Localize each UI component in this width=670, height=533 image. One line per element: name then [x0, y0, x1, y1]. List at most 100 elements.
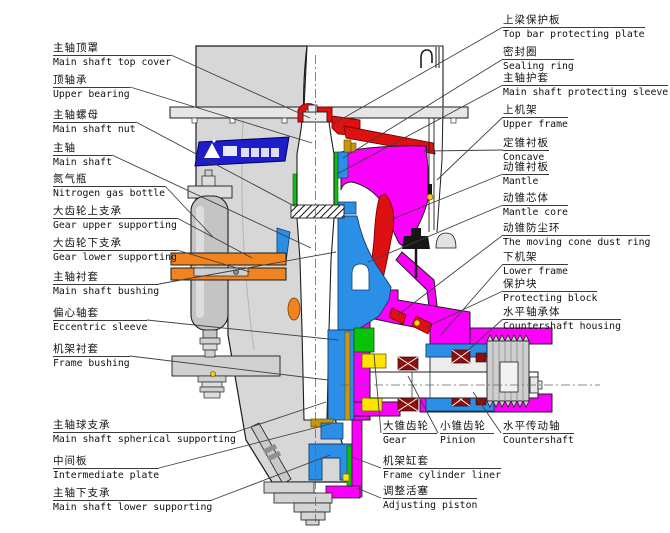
base-and-pipe	[250, 422, 333, 526]
label-en: The moving cone dust ring	[503, 237, 651, 248]
hook-icon	[420, 49, 433, 68]
label-zh: 水平轴承体	[503, 307, 621, 320]
label-zh: 大锥齿轮	[383, 421, 437, 434]
pinion-part	[397, 356, 419, 412]
label-zh: 上梁保护板	[503, 15, 645, 28]
label-en: Eccentric sleeve	[53, 322, 148, 333]
label-en: Nitrogen gas bottle	[53, 188, 166, 199]
gear-supporting-bars	[170, 227, 301, 321]
main-shaft-top-cover-part	[302, 111, 328, 123]
label-en: Frame bushing	[53, 358, 130, 369]
brand-logo	[194, 136, 290, 167]
label-zh: 机架缸套	[383, 456, 501, 469]
label-en: Upper frame	[503, 119, 568, 130]
drive-pulley	[486, 334, 543, 408]
label-en: Main shaft lower supporting	[53, 502, 213, 513]
sealing-ring-part	[337, 151, 349, 179]
label-zh: 上机架	[503, 105, 568, 118]
label-en: Protecting block	[503, 293, 598, 304]
label-en: Frame cylinder liner	[383, 470, 501, 481]
label-en: Main shaft nut	[53, 124, 136, 135]
label-en: Pinion	[440, 435, 476, 446]
feed-box	[303, 45, 444, 109]
label-zh: 定锥衬板	[503, 137, 549, 151]
frame-cylinder-liner-part	[346, 445, 353, 491]
label-zh: 主轴下支承	[53, 488, 213, 501]
label-en: Gear	[383, 435, 407, 446]
label-zh: 机架衬套	[53, 344, 130, 357]
label-zh: 密封圈	[503, 47, 574, 60]
label-zh: 主轴护套	[503, 73, 669, 86]
label-zh: 下机架	[503, 252, 568, 265]
label-en: Lower frame	[503, 266, 568, 277]
label-zh: 中间板	[53, 456, 160, 469]
label-zh: 动锥衬板	[503, 161, 549, 175]
label-zh: 大齿轮下支承	[53, 238, 177, 251]
label-en: Concave	[503, 152, 545, 163]
label-en: Gear lower supporting	[53, 252, 177, 263]
label-en: Intermediate plate	[53, 470, 160, 481]
label-zh: 主轴顶罩	[53, 43, 171, 56]
label-zh: 水平传动轴	[503, 421, 574, 434]
label-en: Main shaft	[53, 157, 112, 168]
label-en: Main shaft bushing	[53, 286, 160, 297]
countershaft-bearing	[451, 349, 487, 407]
label-zh: 保护块	[503, 279, 598, 292]
label-en: Top bar protecting plate	[503, 29, 645, 40]
label-zh: 主轴	[53, 143, 112, 156]
label-zh: 主轴螺母	[53, 110, 136, 123]
leader-lines	[111, 26, 504, 501]
label-en: Mantle	[503, 176, 539, 187]
centerlines	[315, 55, 600, 522]
label-en: Upper bearing	[53, 89, 130, 100]
label-zh: 动锥防尘环	[503, 223, 651, 236]
label-zh: 偏心轴套	[53, 308, 148, 321]
label-zh: 主轴衬套	[53, 272, 160, 285]
label-en: Sealing ring	[503, 61, 574, 72]
label-zh: 氮气瓶	[53, 174, 166, 187]
label-en: Gear upper supporting	[53, 220, 177, 231]
eccentric-assembly	[327, 327, 419, 421]
label-en: Main shaft spherical supporting	[53, 434, 236, 445]
main-shaft-nut-part	[290, 204, 345, 219]
label-zh: 小锥齿轮	[440, 421, 494, 434]
label-en: Adjusting piston	[383, 500, 478, 511]
label-en: Countershaft	[503, 435, 574, 446]
label-en: Main shaft top cover	[53, 57, 171, 68]
label-en: Countershaft housing	[503, 321, 621, 332]
label-zh: 主轴球支承	[53, 420, 236, 433]
label-zh: 顶轴承	[53, 75, 130, 88]
label-zh: 调整活塞	[383, 486, 478, 499]
